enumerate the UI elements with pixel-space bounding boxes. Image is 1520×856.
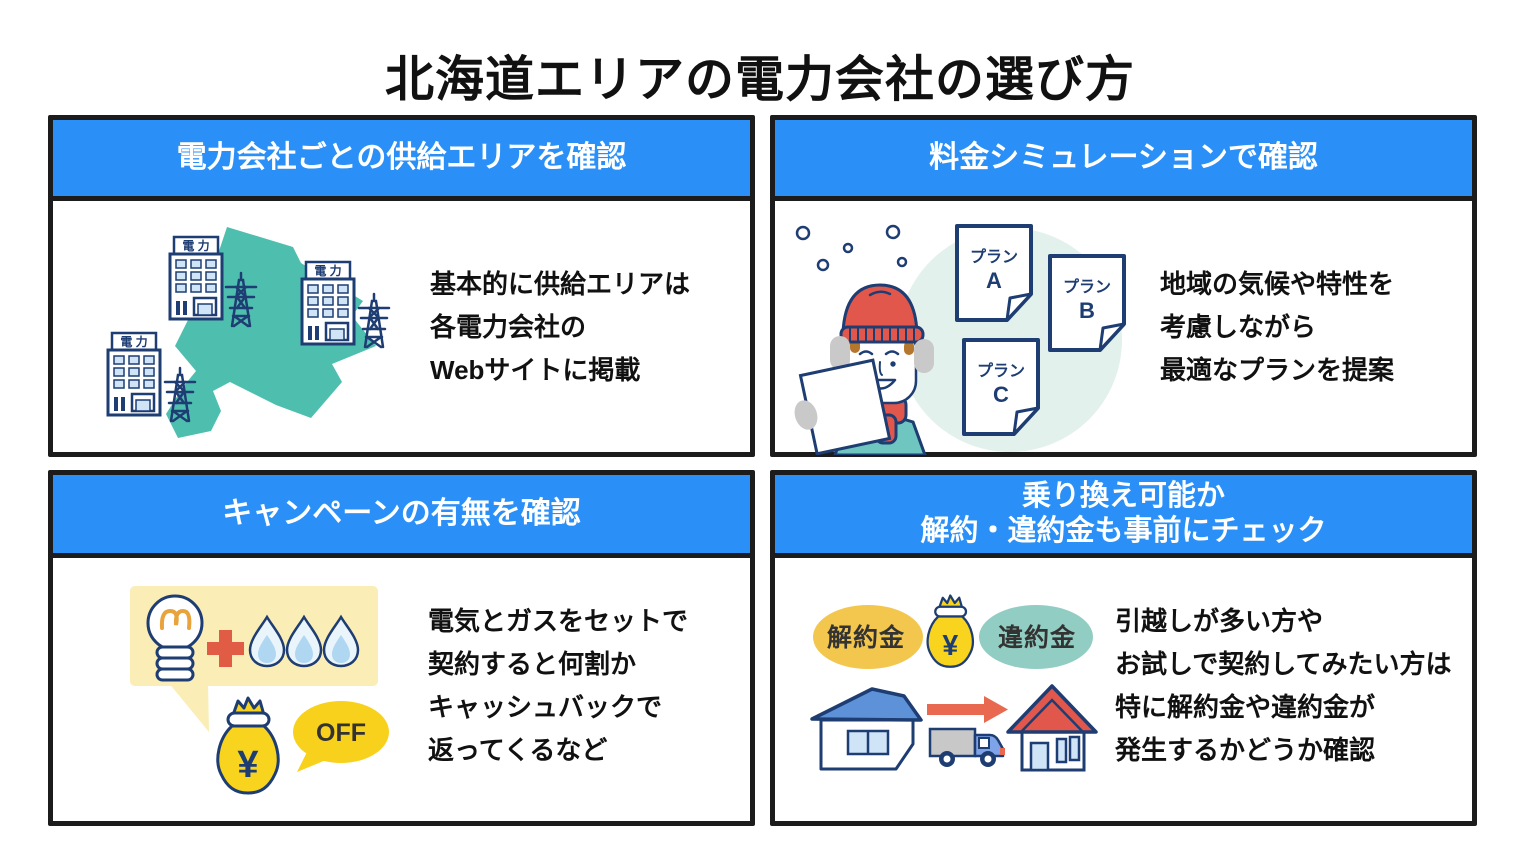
power-company-building-icon [168,235,224,321]
plan-document-b: プラン B [1048,254,1126,352]
page-title: 北海道エリアの電力会社の選び方 [384,53,1135,107]
panel-supply-area: 電力会社ごとの供給エリアを確認 基本的に供給エリアは 各電力会社の Webサイト… [48,115,755,457]
text-line: 特に解約金や違約金が [1115,692,1376,722]
text-line: Webサイトに掲載 [430,355,641,385]
panel-simulation: 料金シミュレーションで確認 [770,115,1477,457]
snowflake-dots [795,224,908,272]
text-line: 契約すると何割か [428,649,637,679]
supply-area-text: 基本的に供給エリアは 各電力会社の Webサイトに掲載 [430,263,690,392]
supply-area-illustration [106,227,391,438]
plan-document-a: プラン A [955,224,1033,322]
knit-hat [841,283,919,335]
hand [794,400,818,430]
text-line: 各電力会社の [430,312,587,342]
off-speech-bubble: OFF [293,701,389,772]
text-line: 発生するかどうか確認 [1115,735,1376,765]
old-house-icon [810,687,923,771]
plan-letter: A [986,268,1002,293]
text-line: 引越しが多い方や [1115,606,1324,636]
penalty-fee-bubble: 違約金 [979,605,1093,669]
switching-illustration: 解約金 違約金 [810,594,1098,772]
moving-truck-icon [928,727,1005,767]
penalty-fee-label: 違約金 [998,623,1076,652]
cancellation-fee-bubble: 解約金 [813,605,923,669]
panel-switching-header: 乗り換え可能か 解約・違約金も事前にチェック [775,475,1472,558]
panel-supply-area-header: 電力会社ごとの供給エリアを確認 [53,120,750,201]
simulation-illustration: プラン A プラン B プラン C [794,224,1126,455]
new-house-icon [1006,684,1098,772]
money-bag-icon [926,594,975,668]
lightbulb-icon [146,594,204,682]
plan-letter: C [993,382,1009,407]
plan-letter: B [1079,298,1095,323]
plan-word: プラン [1063,277,1111,296]
plan-document-c: プラン C [962,338,1040,436]
plan-word: プラン [970,247,1018,266]
text-line: キャッシュバックで [428,692,663,722]
simulation-text: 地域の気候や特性を 考慮しながら 最適なプランを提案 [1160,263,1394,392]
panel-campaign-header: キャンペーンの有無を確認 [53,475,750,558]
header-line: 解約・違約金も事前にチェック [920,515,1327,547]
text-line: 考慮しながら [1160,312,1317,342]
campaign-text: 電気とガスをセットで 契約すると何割か キャッシュバックで 返ってくるなど [428,600,688,772]
text-line: 電気とガスをセットで [428,606,689,636]
text-line: お試しで契約してみたい方は [1115,649,1452,679]
plan-word: プラン [977,361,1025,380]
text-line: 返ってくるなど [428,735,608,765]
switching-text: 引越しが多い方や お試しで契約してみたい方は 特に解約金や違約金が 発生するかど… [1115,600,1451,772]
text-line: 基本的に供給エリアは [430,269,691,299]
earmuff [914,339,934,373]
money-bag-icon [216,696,280,795]
panel-switching: 乗り換え可能か 解約・違約金も事前にチェック 解約金 違約金 [770,470,1477,826]
right-arrow-icon [927,696,1008,723]
text-line: 最適なプランを提案 [1160,355,1395,385]
plus-icon [207,630,244,667]
power-company-building-icon [106,331,162,417]
earmuff [830,336,850,370]
text-line: 地域の気候や特性を [1160,269,1395,299]
header-line: 乗り換え可能か [1021,479,1225,512]
campaign-illustration: OFF [130,586,389,795]
off-label: OFF [316,719,366,747]
panel-campaign: キャンペーンの有無を確認 [48,470,755,826]
cancellation-fee-label: 解約金 [827,623,905,652]
power-company-building-icon [300,260,356,346]
speech-bubble-tail [168,682,209,732]
person-in-winter-clothes [794,283,934,455]
panel-simulation-header: 料金シミュレーションで確認 [775,120,1472,201]
